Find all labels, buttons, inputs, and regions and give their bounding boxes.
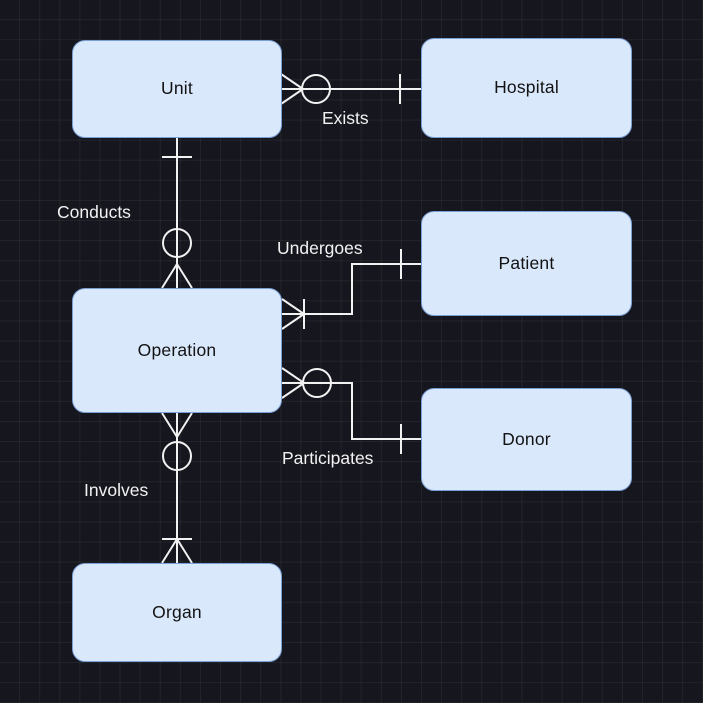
entity-operation[interactable]: Operation — [72, 288, 282, 413]
entity-donor[interactable]: Donor — [421, 388, 632, 491]
entity-unit-label: Unit — [161, 78, 193, 99]
crowsfoot-exists-unit — [280, 73, 304, 105]
entity-unit[interactable]: Unit — [72, 40, 282, 138]
crowsfoot-involves-operation — [161, 412, 193, 438]
relationship-label-undergoes: Undergoes — [277, 238, 363, 258]
entity-organ-label: Organ — [152, 601, 202, 622]
entity-hospital[interactable]: Hospital — [421, 38, 632, 138]
entity-donor-label: Donor — [502, 428, 551, 449]
cardinality-zero-participates — [302, 368, 332, 398]
entity-patient[interactable]: Patient — [421, 211, 632, 316]
crowsfoot-undergoes-operation — [281, 298, 305, 330]
relationship-label-conducts: Conducts — [57, 202, 131, 222]
crowsfoot-involves-organ — [161, 538, 193, 564]
crowsfoot-conducts-operation — [161, 263, 193, 289]
entity-operation-label: Operation — [137, 339, 217, 360]
relationship-label-exists: Exists — [322, 108, 369, 128]
connector-exists[interactable] — [280, 73, 421, 105]
connector-undergoes[interactable] — [281, 249, 421, 330]
connector-conducts[interactable] — [161, 138, 193, 289]
crowsfoot-participates-operation — [281, 367, 305, 399]
connector-participates[interactable] — [281, 367, 421, 454]
cardinality-zero-exists — [301, 74, 331, 104]
cardinality-zero-conducts — [162, 228, 192, 258]
entity-hospital-label: Hospital — [494, 77, 559, 98]
connector-involves[interactable] — [161, 412, 193, 564]
entity-organ[interactable]: Organ — [72, 563, 282, 662]
relationship-label-involves: Involves — [84, 480, 149, 500]
entity-patient-label: Patient — [498, 252, 555, 273]
cardinality-zero-involves — [162, 441, 192, 471]
relationship-label-participates: Participates — [282, 448, 374, 468]
